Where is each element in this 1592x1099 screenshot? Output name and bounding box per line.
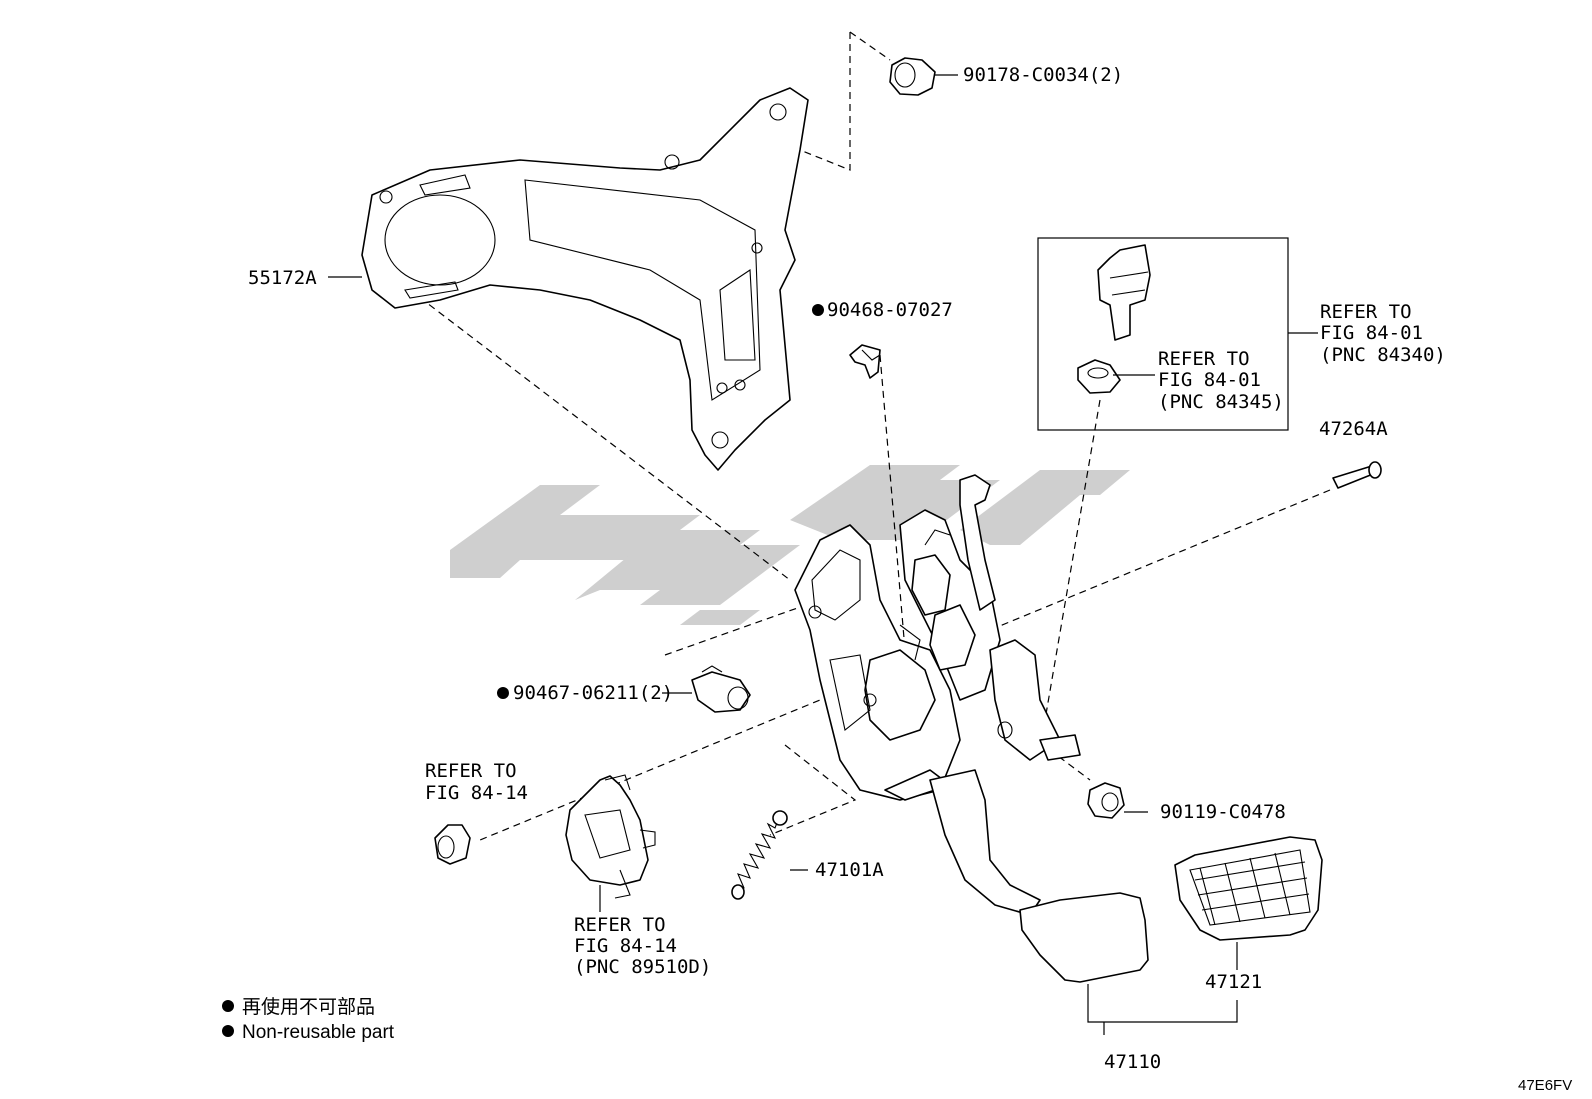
label-90178-C0034: 90178-C0034(2) [963,64,1123,86]
refer-note-84345: REFER TO FIG 84-01 (PNC 84345) [1158,348,1284,413]
refer-8414-line-2: FIG 84-14 [425,782,528,804]
refer-89510-line-1: REFER TO [574,914,666,936]
return-spring-47101A [731,810,788,900]
refer-84345-line-2: FIG 84-01 [1158,369,1261,391]
label-47110: 47110 [1104,1051,1161,1073]
refer-89510-line-2: FIG 84-14 [574,935,677,957]
refer-84345-line-3: (PNC 84345) [1158,391,1284,413]
refer-84345-line-1: REFER TO [1158,348,1250,370]
stop-lamp-switch [1077,244,1151,394]
refer-note-84340: REFER TO FIG 84-01 (PNC 84340) [1320,301,1446,366]
refer-84340-line-1: REFER TO [1320,301,1412,323]
pedal-pad-cover-47121 [1174,836,1323,941]
label-90467-06211: 90467-06211(2) [513,682,673,704]
bushing [434,824,471,865]
nut-90178-C0034 [889,57,936,96]
non-reusable-marker-90467 [497,687,509,699]
legend: 再使用不可部品 Non-reusable part [222,996,395,1043]
pedal-support-assembly [794,474,1081,916]
refer-84340-line-3: (PNC 84340) [1320,344,1446,366]
label-47264A: 47264A [1319,418,1388,440]
clip-90467-06211 [691,665,751,713]
pin-47264A [1332,461,1382,489]
refer-84340-line-2: FIG 84-01 [1320,322,1423,344]
label-90468-07027: 90468-07027 [827,299,953,321]
refer-note-84-14-bushing: REFER TO FIG 84-14 [425,760,528,804]
label-47101A: 47101A [815,859,884,881]
refer-8414-line-1: REFER TO [425,760,517,782]
watermark-logo [450,465,1130,625]
leader-lines [328,74,1318,1035]
bolt-90119-C0478 [1087,782,1125,819]
switch-reference-box [1037,237,1289,431]
label-55172A: 55172A [248,267,317,289]
pedal-pad-47110 [1019,892,1149,983]
figure-code: 47E6FV [1518,1077,1572,1094]
bracket-55172A [361,87,809,471]
label-47121: 47121 [1205,971,1262,993]
clip-90468-07027 [849,344,881,379]
refer-note-89510D: REFER TO FIG 84-14 (PNC 89510D) [574,914,711,978]
legend-marker-2 [222,1025,234,1037]
stroke-sensor [565,774,656,899]
legend-line-english: Non-reusable part [242,1022,395,1043]
legend-line-japanese: 再使用不可部品 [242,996,375,1018]
label-90119-C0478: 90119-C0478 [1160,801,1286,823]
non-reusable-marker-90468 [812,304,824,316]
refer-89510-line-3: (PNC 89510D) [574,956,711,978]
legend-marker-1 [222,1000,234,1012]
